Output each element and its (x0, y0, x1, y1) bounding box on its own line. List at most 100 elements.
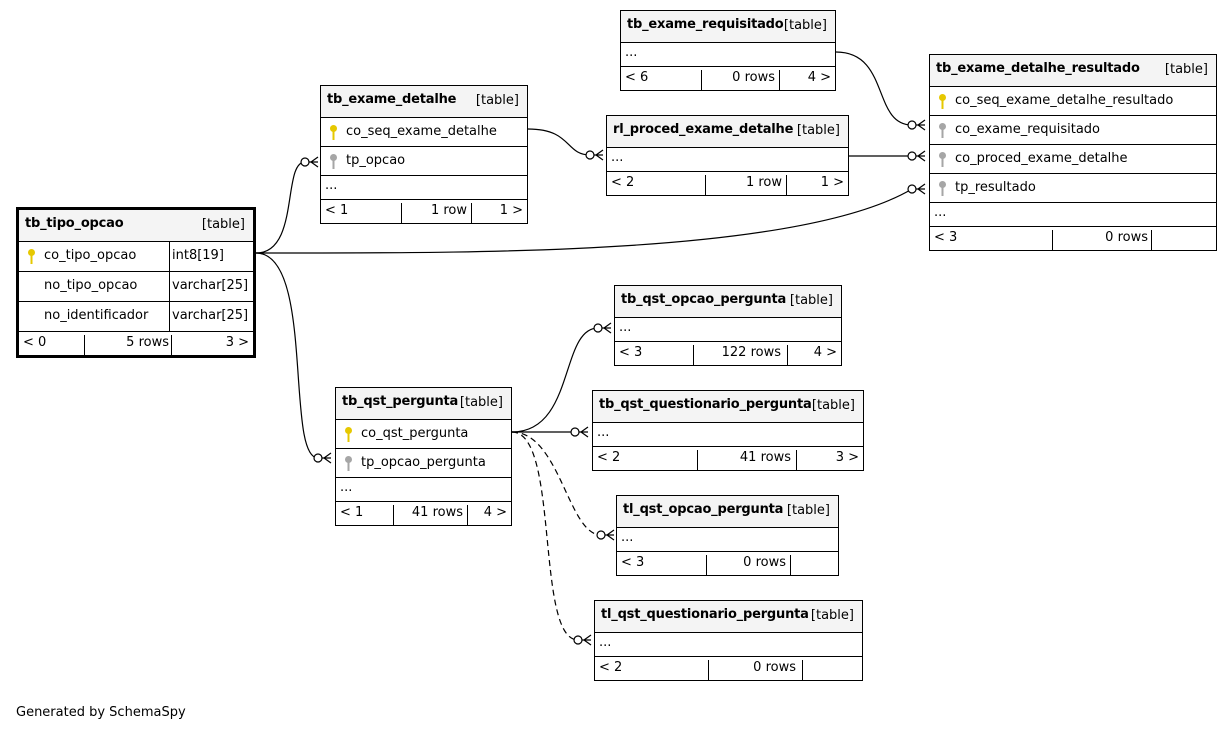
table-tb-exame-detalhe[interactable]: tb_exame_detalhe [table] co_seq_exame_de… (320, 85, 528, 224)
crows-foot-marker (916, 119, 926, 131)
column-row[interactable]: co_tipo_opcao int8[19] (19, 241, 253, 271)
optional-marker (585, 150, 595, 160)
more-columns: ... (595, 632, 862, 656)
parents-count[interactable]: < 3 (619, 345, 643, 360)
table-name: tl_qst_questionario_pergunta (601, 607, 809, 622)
more-columns: ... (621, 42, 835, 66)
crows-foot-marker (594, 149, 604, 161)
column-name: no_tipo_opcao (44, 278, 138, 293)
edge-tipo-opcao-exame-detalhe (255, 161, 306, 254)
crows-foot-marker (916, 183, 926, 195)
generator-credit: Generated by SchemaSpy (16, 705, 186, 720)
primary-key-icon (938, 93, 947, 114)
parents-count[interactable]: < 1 (325, 203, 349, 218)
table-tb-tipo-opcao[interactable]: tb_tipo_opcao [table] co_tipo_opcao int8… (16, 207, 256, 358)
table-tag: [table] (811, 398, 855, 413)
table-name: tb_qst_pergunta (342, 394, 459, 409)
column-row[interactable]: tp_opcao_pergunta (336, 448, 511, 477)
table-rl-proced-exame-detalhe[interactable]: rl_proced_exame_detalhe [table] ... < 2 … (606, 115, 849, 196)
table-tag: [table] (786, 503, 830, 518)
parents-count[interactable]: < 3 (934, 230, 958, 245)
column-type: int8[19] (172, 248, 224, 263)
table-footer: < 2 1 row 1 > (607, 171, 848, 195)
children-count[interactable]: 4 > (483, 505, 507, 520)
table-header: rl_proced_exame_detalhe [table] (607, 116, 848, 147)
parents-count[interactable]: < 2 (611, 175, 635, 190)
foreign-key-icon (344, 455, 353, 476)
table-tag: [table] (201, 217, 245, 232)
optional-marker (573, 635, 583, 645)
primary-key-icon (329, 124, 338, 145)
crows-foot-marker (579, 426, 589, 438)
primary-key-icon (27, 248, 36, 269)
column-row[interactable]: no_identificador varchar[25] (19, 301, 253, 331)
optional-marker (300, 157, 310, 167)
parents-count[interactable]: < 3 (621, 555, 645, 570)
more-columns: ... (321, 175, 527, 199)
column-name: co_exame_requisitado (955, 122, 1101, 137)
parents-count[interactable]: < 2 (599, 660, 623, 675)
optional-marker (907, 184, 917, 194)
column-row[interactable]: no_tipo_opcao varchar[25] (19, 271, 253, 301)
table-footer: < 2 0 rows (595, 656, 862, 680)
column-row[interactable]: tp_opcao (321, 146, 527, 175)
column-name: co_qst_pergunta (361, 426, 469, 441)
row-count: 41 rows (739, 450, 791, 465)
foreign-key-icon (938, 151, 947, 172)
table-name: rl_proced_exame_detalhe (613, 122, 794, 137)
table-tl-qst-questionario-pergunta[interactable]: tl_qst_questionario_pergunta [table] ...… (594, 600, 863, 681)
children-count[interactable]: 1 > (820, 175, 844, 190)
parents-count[interactable]: < 2 (597, 450, 621, 465)
foreign-key-icon (329, 153, 338, 174)
foreign-key-icon (938, 122, 947, 143)
crows-foot-marker (309, 156, 319, 168)
children-count[interactable]: 3 > (225, 335, 249, 350)
column-row[interactable]: tp_resultado (930, 173, 1216, 202)
parents-count[interactable]: < 0 (23, 335, 47, 350)
row-count: 1 row (745, 175, 782, 190)
table-tag: [table] (789, 293, 833, 308)
parents-count[interactable]: < 1 (340, 505, 364, 520)
column-name: co_tipo_opcao (44, 248, 137, 263)
table-footer: < 3 122 rows 4 > (615, 341, 841, 365)
table-tb-qst-pergunta[interactable]: tb_qst_pergunta [table] co_qst_pergunta … (335, 387, 512, 526)
table-name: tb_qst_questionario_pergunta (599, 397, 812, 412)
table-header: tb_qst_pergunta [table] (336, 388, 511, 419)
crows-foot-marker (916, 150, 926, 162)
table-footer: < 3 0 rows (930, 226, 1216, 250)
children-count[interactable]: 3 > (835, 450, 859, 465)
table-tb-exame-detalhe-resultado[interactable]: tb_exame_detalhe_resultado [table] co_se… (929, 54, 1217, 251)
table-header: tb_qst_questionario_pergunta [table] (593, 391, 863, 422)
row-count: 41 rows (411, 505, 463, 520)
table-tb-qst-questionario-pergunta[interactable]: tb_qst_questionario_pergunta [table] ...… (592, 390, 864, 471)
children-count[interactable]: 1 > (499, 203, 523, 218)
table-footer: < 0 5 rows 3 > (19, 331, 253, 355)
column-row[interactable]: co_exame_requisitado (930, 115, 1216, 144)
column-row[interactable]: co_seq_exame_detalhe (321, 117, 527, 146)
children-count[interactable]: 4 > (813, 345, 837, 360)
foreign-key-icon (938, 180, 947, 201)
table-header: tb_exame_detalhe_resultado [table] (930, 55, 1216, 86)
table-tag: [table] (459, 395, 503, 410)
children-count[interactable]: 4 > (807, 70, 831, 85)
table-header: tb_exame_detalhe [table] (321, 86, 527, 117)
row-count: 0 rows (753, 660, 796, 675)
table-header: tb_exame_requisitado [table] (621, 11, 835, 42)
column-row[interactable]: co_proced_exame_detalhe (930, 144, 1216, 173)
column-row[interactable]: co_seq_exame_detalhe_resultado (930, 86, 1216, 115)
table-tb-exame-requisitado[interactable]: tb_exame_requisitado [table] ... < 6 0 r… (620, 10, 836, 91)
column-type: varchar[25] (172, 308, 249, 323)
column-name: no_identificador (44, 308, 149, 323)
crows-foot-marker (582, 634, 592, 646)
column-name: co_proced_exame_detalhe (955, 151, 1128, 166)
column-row[interactable]: co_qst_pergunta (336, 419, 511, 448)
table-tb-qst-opcao-pergunta[interactable]: tb_qst_opcao_pergunta [table] ... < 3 12… (614, 285, 842, 366)
table-tag: [table] (783, 18, 827, 33)
edge-qst-pergunta-tl-questionario (511, 431, 579, 641)
table-name: tb_tipo_opcao (25, 216, 124, 231)
table-tl-qst-opcao-pergunta[interactable]: tl_qst_opcao_pergunta [table] ... < 3 0 … (616, 495, 839, 576)
table-header: tb_qst_opcao_pergunta [table] (615, 286, 841, 317)
column-name: tp_resultado (955, 180, 1036, 195)
parents-count[interactable]: < 6 (625, 70, 649, 85)
